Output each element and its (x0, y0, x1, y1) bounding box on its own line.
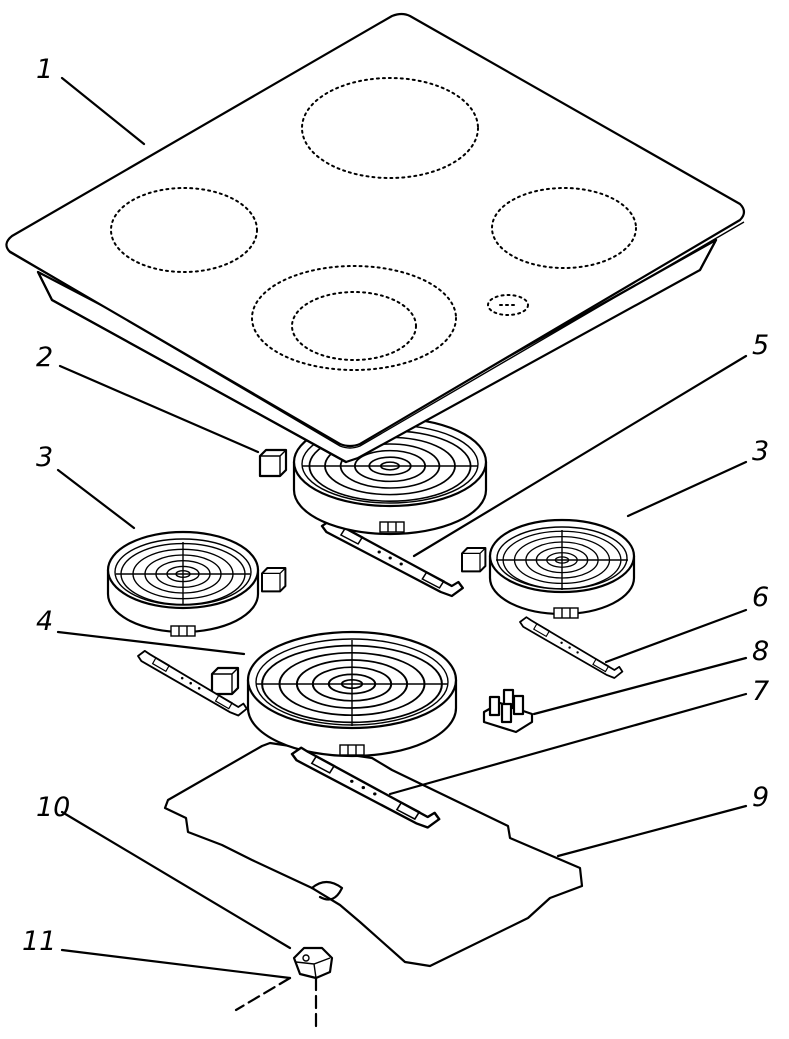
label-4: 4 (36, 606, 53, 637)
thermostat-switch (234, 946, 334, 1030)
terminal-block (482, 688, 534, 734)
residual-heat-indicator (487, 294, 529, 316)
cooking-zone-front-outer (251, 265, 457, 371)
connector-block-2 (258, 448, 288, 478)
label-11: 11 (22, 926, 56, 957)
mounting-bracket-6 (519, 616, 624, 679)
label-7: 7 (752, 676, 769, 707)
label-1: 1 (36, 54, 53, 85)
leader-lines (56, 76, 748, 980)
cooking-zone-front-inner (291, 291, 417, 361)
connector-block-left (261, 567, 287, 593)
glass-ceramic-cooktop (5, 12, 746, 464)
heating-element-left (106, 530, 260, 637)
label-5: 5 (752, 330, 769, 361)
heating-element-large (246, 630, 458, 758)
label-3-right: 3 (752, 436, 769, 467)
heating-element-right (488, 518, 636, 619)
label-3-left: 3 (36, 442, 53, 473)
bottom-cover-plate (163, 741, 584, 968)
label-8: 8 (752, 636, 769, 667)
cooking-zone-rear (301, 77, 479, 179)
connector-block-4 (210, 666, 240, 696)
label-2: 2 (36, 342, 53, 373)
cooking-zone-left (110, 187, 258, 273)
label-6: 6 (752, 582, 769, 613)
label-10: 10 (36, 792, 70, 823)
connector-block-right (461, 547, 487, 573)
reference-numbers: 1 2 3 3 4 5 6 7 8 9 10 11 (22, 54, 769, 957)
cooking-zone-right (491, 187, 637, 269)
label-9: 9 (752, 782, 769, 813)
